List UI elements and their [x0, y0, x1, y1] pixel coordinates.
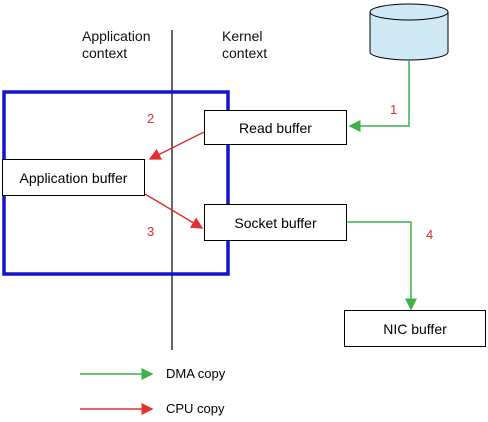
dma-arrow-disk-to-read — [348, 60, 410, 132]
step-4-label: 4 — [426, 227, 434, 242]
disk-icon — [369, 3, 449, 61]
cpu-arrow-app-to-socket — [144, 193, 204, 229]
step-1-label: 1 — [390, 102, 398, 117]
application-buffer: Application buffer — [2, 159, 145, 196]
kernel-context-label: Kernel context — [222, 28, 268, 61]
step-2-label: 2 — [147, 111, 155, 126]
read-buffer: Read buffer — [204, 110, 347, 145]
cpu-arrow-read-to-app — [148, 131, 205, 160]
application-context-label: Application context — [82, 28, 151, 61]
socket-buffer: Socket buffer — [204, 204, 347, 241]
nic-buffer: NIC buffer — [344, 310, 486, 347]
legend-dma-label: DMA copy — [166, 366, 226, 381]
step-3-label: 3 — [147, 224, 155, 239]
legend-cpu-label: CPU copy — [166, 401, 225, 416]
dma-arrow-socket-to-nic — [347, 221, 417, 311]
